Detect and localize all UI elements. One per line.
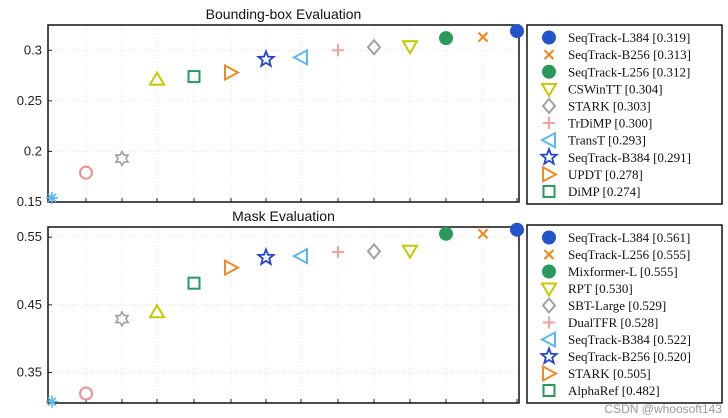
chart-panel-1: Bounding-box Evaluation0.150.20.250.3Seq… [17,6,723,209]
legend-label: SeqTrack-L256 [0.555] [568,247,690,262]
legend-box [526,24,723,205]
data-point [366,242,382,260]
data-point [401,40,419,56]
legend-box [526,224,723,404]
legend-marker [538,345,560,366]
legend-label: SeqTrack-B384 [0.522] [568,332,691,347]
legend-label: STARK [0.505] [568,366,651,381]
y-tick-label: 0.15 [17,194,42,209]
y-tick-label: 0.35 [17,365,42,380]
data-point [401,244,419,260]
legend-marker [539,330,556,349]
data-point [224,63,241,82]
chart-panel-2: Mask Evaluation 0.35 0.45 0.55 SeqTrack-L384… [17,208,723,408]
data-point [366,38,382,56]
legend-marker [539,131,556,149]
data-point [439,31,453,46]
legend-label: SeqTrack-L256 [0.312] [568,64,690,79]
legend-label: DualTFR [0.528] [568,315,658,330]
data-point [291,247,308,265]
legend-marker [542,30,556,45]
y-tick-label: 0.3 [24,42,42,57]
legend-marker [540,82,558,98]
data-point [224,258,241,277]
legend-label: CSWinTT [0.304] [568,81,663,96]
data-point [114,149,130,168]
legend-label: STARK [0.303] [568,98,651,113]
legend-label: Mixformer-L [0.555] [568,264,678,279]
legend-label: RPT [0.530] [568,281,633,296]
legend-label: SeqTrack-B256 [0.313] [568,47,691,62]
data-point [477,228,489,240]
legend-label: SeqTrack-L384 [0.561] [568,230,690,245]
data-point [79,165,93,180]
data-point [510,24,524,39]
watermark: CSDN @whoosoft143 [604,402,722,416]
legend-label: UPDT [0.278] [568,167,643,182]
data-point [332,246,344,259]
legend-marker [543,117,555,130]
data-point [291,48,308,67]
data-point [114,310,130,328]
legend-marker [542,184,556,198]
legend-marker [541,296,557,315]
legend-marker [542,230,556,245]
legend-label: TransT [0.293] [568,133,646,148]
y-tick-label: 0.25 [17,93,42,108]
legend-label: SeqTrack-B384 [0.291] [568,150,691,165]
data-point [255,48,277,68]
data-point [148,70,166,86]
legend-marker [542,264,556,279]
legend-label: AlphaRef [0.482] [568,383,660,398]
legend-marker [542,364,559,383]
y-tick-label: 0.2 [24,143,42,158]
legend-label: SeqTrack-L384 [0.319] [568,30,690,45]
data-point [187,276,201,290]
legend-marker [538,146,560,166]
chart-title: Mask Evaluation [232,208,335,224]
plot-area-border [47,226,520,404]
legend-marker [542,384,556,397]
legend-marker [542,165,559,184]
legend-marker [543,249,555,260]
y-tick-label: 0.45 [17,297,42,312]
data-point [332,44,344,57]
legend-marker [541,97,557,115]
data-point [255,246,277,266]
legend-marker [542,64,556,79]
plot-area-border [47,24,520,203]
data-point [79,386,93,401]
data-point [46,395,58,408]
y-tick-label: 0.55 [17,229,42,244]
data-point [148,303,166,319]
legend-label: TrDiMP [0.300] [568,116,652,131]
legend-label: SeqTrack-B256 [0.520] [568,349,691,364]
legend-label: DiMP [0.274] [568,184,640,199]
legend-marker [543,316,555,329]
data-point [510,222,524,237]
data-point [46,191,58,204]
data-point [187,70,201,84]
data-point [439,226,453,241]
legend-marker [543,49,555,60]
legend-label: SBT-Large [0.529] [568,298,666,313]
legend-marker [540,282,558,298]
data-point [477,31,489,43]
chart-title: Bounding-box Evaluation [206,6,362,22]
